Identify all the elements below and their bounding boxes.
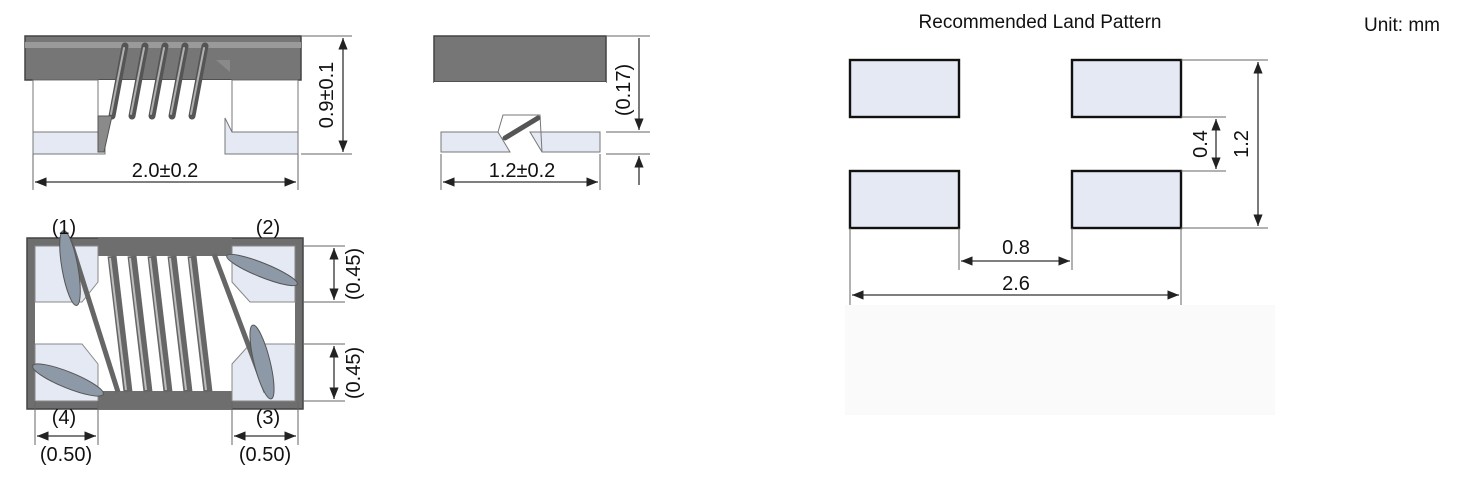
right-terminal-plate (224, 117, 299, 155)
total-w-dim-label: 2.6 (1002, 273, 1030, 295)
left-terminal-upper (32, 79, 99, 133)
top-view-coil (107, 255, 213, 393)
end-side-view: 1.2±0.2 (0.17) (433, 35, 650, 190)
gap-v-dim-label: 0.4 (1190, 130, 1212, 158)
weld-1 (59, 230, 81, 306)
lower-pad-dim-label: (0.45) (343, 347, 365, 399)
weld-3 (249, 324, 275, 400)
pin-label-3: (3) (256, 407, 280, 429)
end-wire (502, 115, 541, 141)
unit-label: Unit: mm (1364, 15, 1440, 36)
total-h-dim-label: 1.2 (1231, 130, 1253, 158)
right-terminal-upper (231, 79, 299, 133)
land-pad-top-right (1070, 58, 1183, 119)
pin-label-4: (4) (52, 407, 76, 429)
pin-label-1: (1) (52, 217, 76, 239)
land-pad-top-left (848, 58, 961, 119)
end-terminal-right (529, 131, 601, 153)
end-terminal-left (440, 131, 511, 153)
top-dim-label: (0.17) (613, 64, 635, 116)
land-pad-bottom-right (1070, 169, 1183, 230)
top-view: (1) (2) (3) (4) (0.45) (0.45) (0.50) (0.… (26, 217, 365, 466)
width-dim-label: 1.2±0.2 (489, 160, 556, 182)
left-pad-dim-label: (0.50) (40, 444, 92, 466)
end-top-core (433, 35, 607, 83)
length-dim-label: 2.0±0.2 (132, 160, 199, 182)
upper-pad-dim-label: (0.45) (343, 248, 365, 300)
land-pattern-title: Recommended Land Pattern (919, 12, 1162, 33)
body-gap (98, 80, 232, 154)
gap-h-dim-label: 0.8 (1002, 237, 1030, 259)
background-panel (845, 305, 1275, 415)
right-pad-dim-label: (0.50) (239, 444, 291, 466)
pin-label-2: (2) (256, 217, 280, 239)
weld-4 (32, 363, 104, 397)
land-pad-bottom-left (848, 169, 961, 230)
front-side-view: 2.0±0.2 0.9±0.1 (24, 35, 352, 190)
end-body (434, 82, 606, 132)
weld-2 (226, 253, 298, 287)
land-pattern: Recommended Land Pattern Unit: mm 0.8 2.… (848, 12, 1440, 305)
height-dim-label: 0.9±0.1 (316, 62, 338, 129)
